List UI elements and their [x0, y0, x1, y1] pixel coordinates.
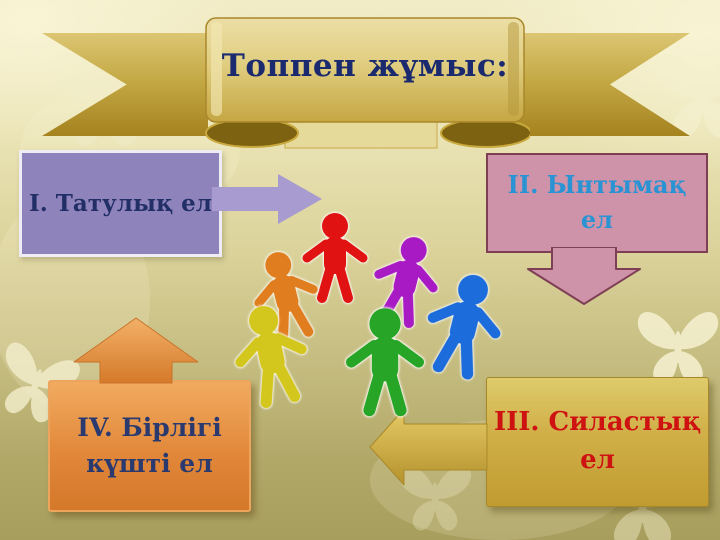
group-box-2: ІІ. Ынтымақ ел — [486, 153, 708, 253]
people-circle-image — [228, 185, 504, 435]
arrow-up-icon — [73, 317, 199, 384]
banner-scroll-shape — [205, 17, 530, 149]
group-box-4-label-line2: күшті ел — [86, 449, 213, 478]
banner-ribbon-right — [512, 33, 690, 136]
slide-title: Топпен жұмыс: — [221, 47, 509, 84]
group-box-3-label-line1: ІІІ. Силастық — [493, 407, 702, 438]
group-box-3: ІІІ. Силастық ел — [486, 377, 709, 507]
group-box-3-label-line2: ел — [580, 445, 615, 475]
group-box-4: IV. Бірлігі күшті ел — [48, 380, 251, 512]
group-box-1: І. Татулық ел — [19, 150, 222, 257]
group-box-1-label: І. Татулық ел — [28, 189, 212, 217]
butterfly-icon — [637, 311, 719, 385]
arrow-right-icon — [212, 174, 322, 224]
group-box-4-label-line1: IV. Бірлігі — [77, 412, 222, 442]
group-box-2-label: ІІ. Ынтымақ ел — [507, 170, 687, 234]
arrow-left-icon — [369, 408, 488, 486]
figure-red — [307, 213, 363, 298]
banner-ribbon-left — [42, 33, 208, 136]
arrow-down-icon — [527, 247, 641, 305]
